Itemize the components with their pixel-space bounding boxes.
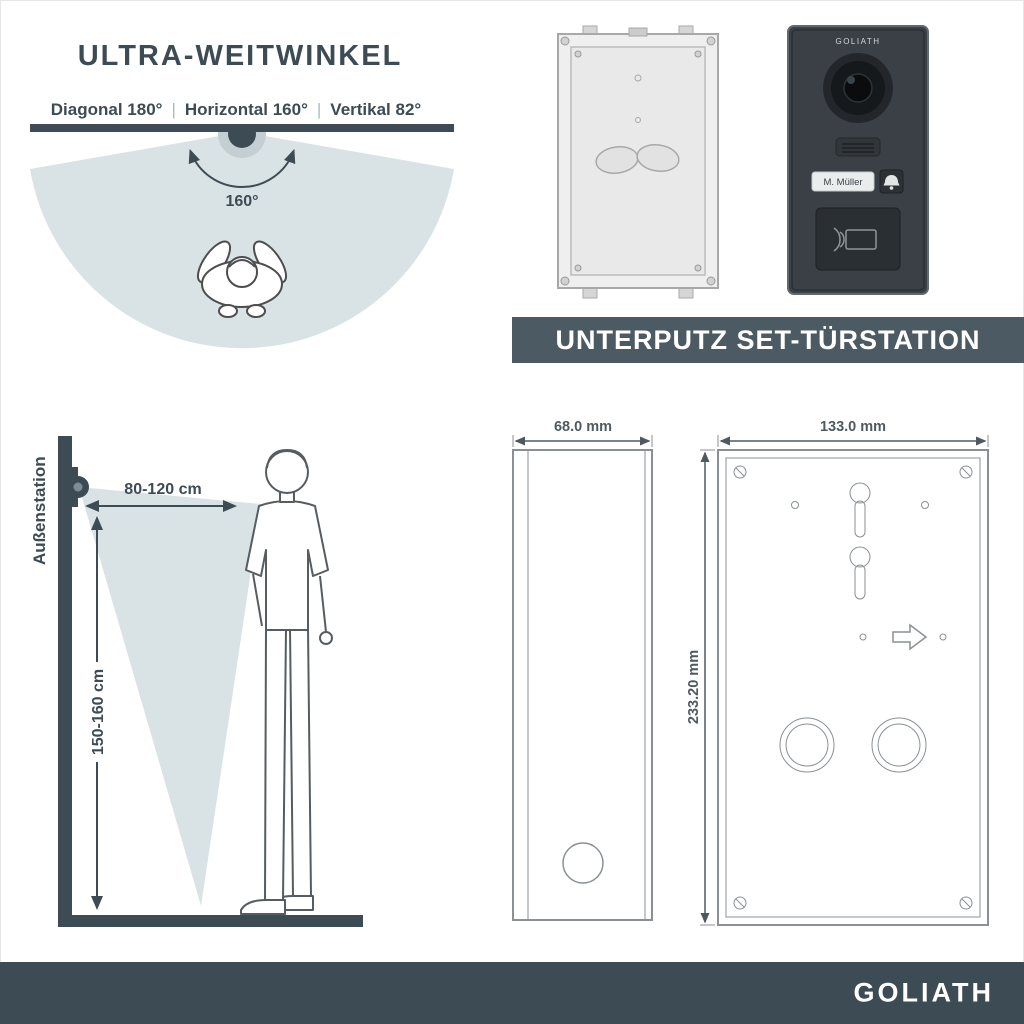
door-station-image: GOLIATH M. Müller — [787, 25, 929, 295]
height-label: 150-160 cm — [90, 669, 107, 755]
lens-highlight — [847, 76, 855, 84]
mount-hole — [939, 633, 947, 641]
mount-hole — [791, 501, 799, 509]
box-hole — [634, 74, 642, 82]
spec-separator: | — [316, 100, 322, 119]
angle-arc — [188, 148, 296, 189]
mounting-height-diagram: Außenstation 80-120 cm 150-160 cm — [30, 436, 363, 927]
height-dim-label: 233.20 mm — [686, 650, 702, 724]
wall-bar — [30, 124, 454, 132]
spec-diagonal: Diagonal 180° — [50, 100, 163, 119]
floor — [58, 915, 363, 927]
standing-person — [240, 449, 333, 915]
spec-vertical: Vertikal 82° — [330, 100, 422, 119]
person-top-view — [196, 240, 288, 318]
station-frame — [791, 29, 925, 291]
card-icon — [845, 229, 877, 250]
knockout-oval — [636, 144, 680, 172]
spec-separator: | — [171, 100, 176, 119]
nameplate-label: M. Müller — [823, 177, 862, 188]
viewing-area — [79, 487, 261, 906]
width-label: 133.0 mm — [820, 419, 886, 435]
contactless-wave-icon — [839, 231, 845, 248]
wide-angle-title: ULTRA-WEITWINKEL — [77, 40, 403, 72]
contactless-wave-icon — [833, 227, 841, 252]
flush-mount-box-drawing — [557, 25, 719, 299]
box-hole — [635, 117, 641, 123]
viewing-angle-diagram: 160° — [30, 124, 454, 349]
spec-horizontal: Horizontal 160° — [184, 100, 308, 119]
box-connector — [628, 27, 648, 37]
speaker-grille — [835, 137, 881, 157]
wall-label: Außenstation — [30, 456, 49, 565]
rfid-reader — [815, 207, 901, 271]
width-dimension: 133.0 mm — [717, 419, 989, 447]
angle-specs: Diagonal 180° | Horizontal 160° | Vertikal 8… — [10, 100, 462, 120]
direction-arrow-icon — [892, 623, 928, 651]
door-station-drawing: GOLIATH M. Müller — [787, 25, 929, 295]
device-brand-label: GOLIATH — [835, 37, 880, 46]
product-banner: UNTERPUTZ SET-TÜRSTATION — [512, 317, 1024, 363]
outdoor-station-device — [67, 467, 89, 507]
depth-label: 68.0 mm — [554, 419, 612, 435]
side-view-drawing — [512, 449, 653, 921]
footer-bar: GOLIATH — [0, 962, 1024, 1024]
height-dimension: 233.20 mm — [686, 449, 715, 926]
corner-screws — [733, 465, 973, 910]
angle-label: 160° — [225, 193, 258, 210]
camera-module — [823, 53, 893, 123]
nameplate-row: M. Müller — [811, 169, 904, 194]
flush-mount-box-image — [557, 25, 719, 299]
dimension-drawings: 68.0 mm — [512, 419, 989, 926]
nameplate — [811, 171, 875, 192]
knockout-circles — [779, 717, 927, 773]
distance-label: 80-120 cm — [124, 481, 201, 498]
wall — [58, 436, 72, 927]
banner-title: UNTERPUTZ SET-TÜRSTATION — [555, 324, 981, 355]
bell-icon — [883, 175, 900, 190]
depth-dimension: 68.0 mm — [512, 419, 653, 447]
side-knockout — [562, 842, 604, 884]
goliath-logo: GOLIATH — [853, 977, 994, 1008]
viewing-cone — [30, 132, 454, 349]
keyholes — [849, 482, 871, 600]
box-screws — [560, 36, 716, 286]
mount-hole — [859, 633, 867, 641]
front-view-drawing — [717, 449, 989, 926]
mount-hole — [921, 501, 929, 509]
